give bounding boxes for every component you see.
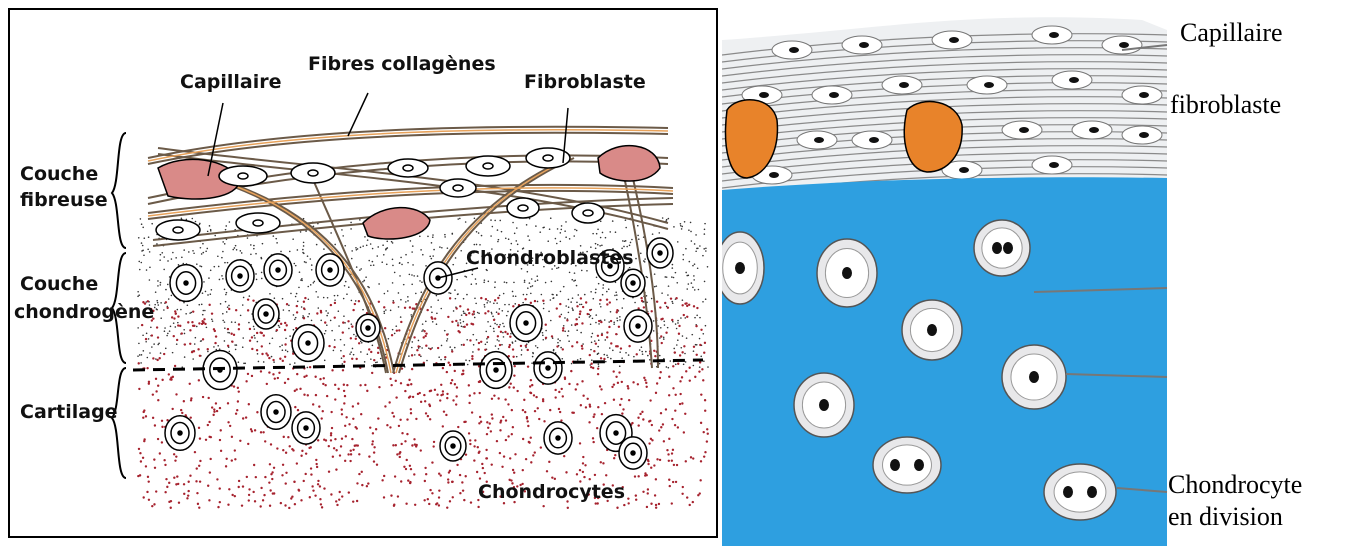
histology-schematic: Capillaire fibroblaste Chondrocyte en di…: [722, 0, 1353, 546]
perichondrium-svg: Capillaire Fibres collagènes Fibroblaste…: [8, 8, 718, 538]
label-chondrocytes: Chondrocytes: [478, 481, 625, 503]
label-capillaire: Capillaire: [180, 71, 282, 93]
label-fibroblaste: Fibroblaste: [524, 71, 646, 93]
histology-svg: [722, 0, 1353, 546]
capillary-3: [598, 146, 660, 181]
label-chondroblastes: Chondroblastes: [466, 247, 634, 269]
label-couche-chondrogene-2: chondrogène: [14, 301, 154, 323]
label-couche-fibreuse-1: Couche: [20, 163, 98, 185]
label-capillaire-right: Capillaire: [1180, 18, 1283, 48]
label-couche-fibreuse-2: fibreuse: [20, 189, 108, 211]
label-fibres-collagenes: Fibres collagènes: [308, 53, 496, 75]
label-en-division: en division: [1168, 502, 1283, 532]
label-couche-chondrogene-1: Couche: [20, 273, 98, 295]
label-area: [1167, 0, 1353, 546]
label-fibroblaste-right: fibroblaste: [1170, 90, 1281, 120]
label-chondrocyte: Chondrocyte: [1168, 470, 1302, 500]
label-cartilage: Cartilage: [20, 401, 118, 423]
perichondrium-drawing: Capillaire Fibres collagènes Fibroblaste…: [8, 8, 718, 538]
